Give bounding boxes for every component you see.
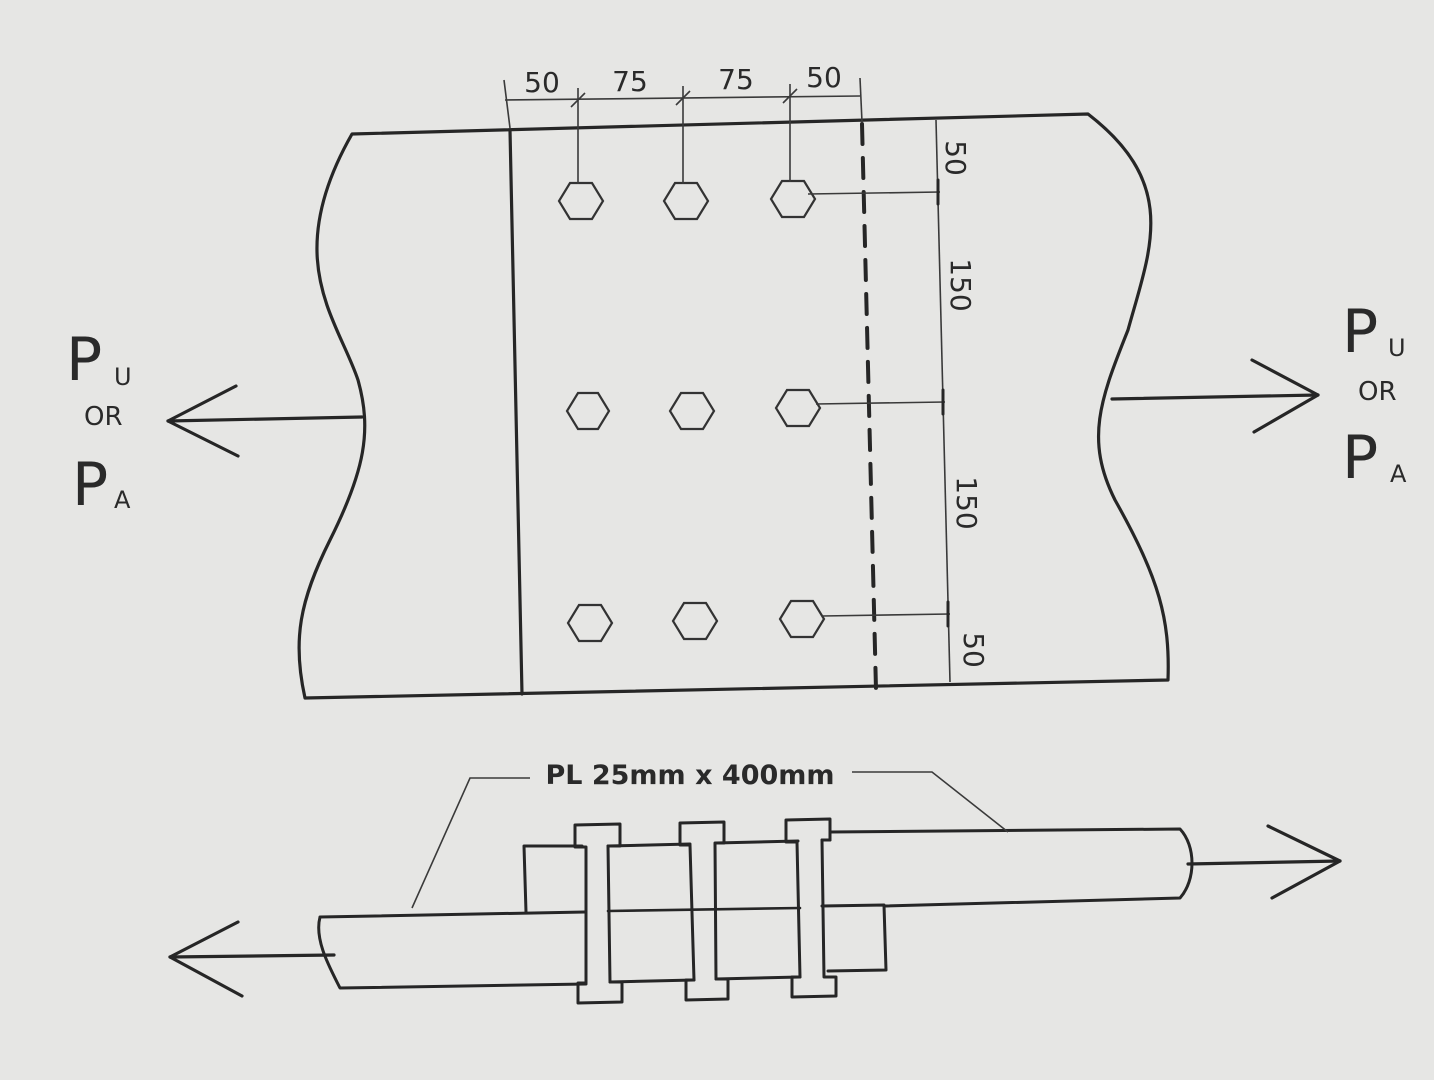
- top-dimension: 50 75 75 50: [503, 61, 863, 184]
- plate-label-callout: PL 25mm x 400mm: [411, 760, 1009, 909]
- right-load-arrow: [1110, 358, 1320, 434]
- main-plate-outline: [297, 112, 1170, 700]
- left-load-arrow: [166, 384, 364, 458]
- plate-label: PL 25mm x 400mm: [545, 760, 834, 791]
- dim-side-1: 50: [939, 140, 972, 176]
- bolt: [671, 601, 719, 641]
- load-right-p2: P: [1342, 423, 1378, 493]
- load-right-a: A: [1390, 460, 1407, 488]
- load-right-or: OR: [1358, 377, 1397, 407]
- bolt-section: [573, 822, 624, 1005]
- load-left-or: OR: [84, 402, 123, 432]
- load-left-p2: P: [72, 450, 108, 520]
- dim-top-2: 75: [612, 65, 648, 98]
- splice-plate-dashed-edge: [860, 122, 878, 692]
- load-right-u: U: [1388, 334, 1406, 362]
- dim-top-4: 50: [806, 61, 842, 94]
- dim-top-1: 50: [524, 66, 560, 99]
- bolt: [566, 603, 614, 643]
- bolt-group: [557, 179, 826, 643]
- left-load-label: P U OR P A: [66, 325, 132, 520]
- side-dimension: 50 150 150 50: [807, 119, 990, 683]
- dim-side-2: 150: [944, 258, 977, 311]
- bolt: [778, 599, 826, 639]
- dim-top-3: 75: [718, 63, 754, 96]
- section-view: PL 25mm x 400mm: [168, 760, 1342, 1005]
- bolt: [662, 181, 710, 221]
- plan-view: 50 75 75 50 50 150 150 50: [66, 61, 1407, 700]
- bolt: [565, 391, 611, 431]
- dim-side-3: 150: [950, 476, 983, 529]
- load-left-u: U: [114, 363, 132, 391]
- right-load-label: P U OR P A: [1342, 297, 1407, 493]
- bolt: [769, 179, 817, 219]
- upper-splice-plate: [522, 838, 832, 914]
- section-right-arrow: [1186, 824, 1342, 900]
- bolt: [557, 181, 605, 221]
- bolt: [774, 388, 822, 428]
- upper-main-plate: [828, 827, 1194, 908]
- load-left-p1: P: [66, 325, 102, 395]
- dim-side-4: 50: [957, 632, 990, 668]
- section-left-arrow: [168, 920, 336, 998]
- bolt-section: [678, 820, 730, 1002]
- bolt: [668, 391, 716, 431]
- lower-main-plate: [317, 910, 588, 990]
- load-right-p1: P: [1342, 297, 1378, 367]
- lower-splice-plate: [820, 903, 888, 973]
- bolt-section: [784, 817, 838, 999]
- load-left-a: A: [114, 486, 131, 514]
- splice-plate-left-edge: [508, 128, 524, 696]
